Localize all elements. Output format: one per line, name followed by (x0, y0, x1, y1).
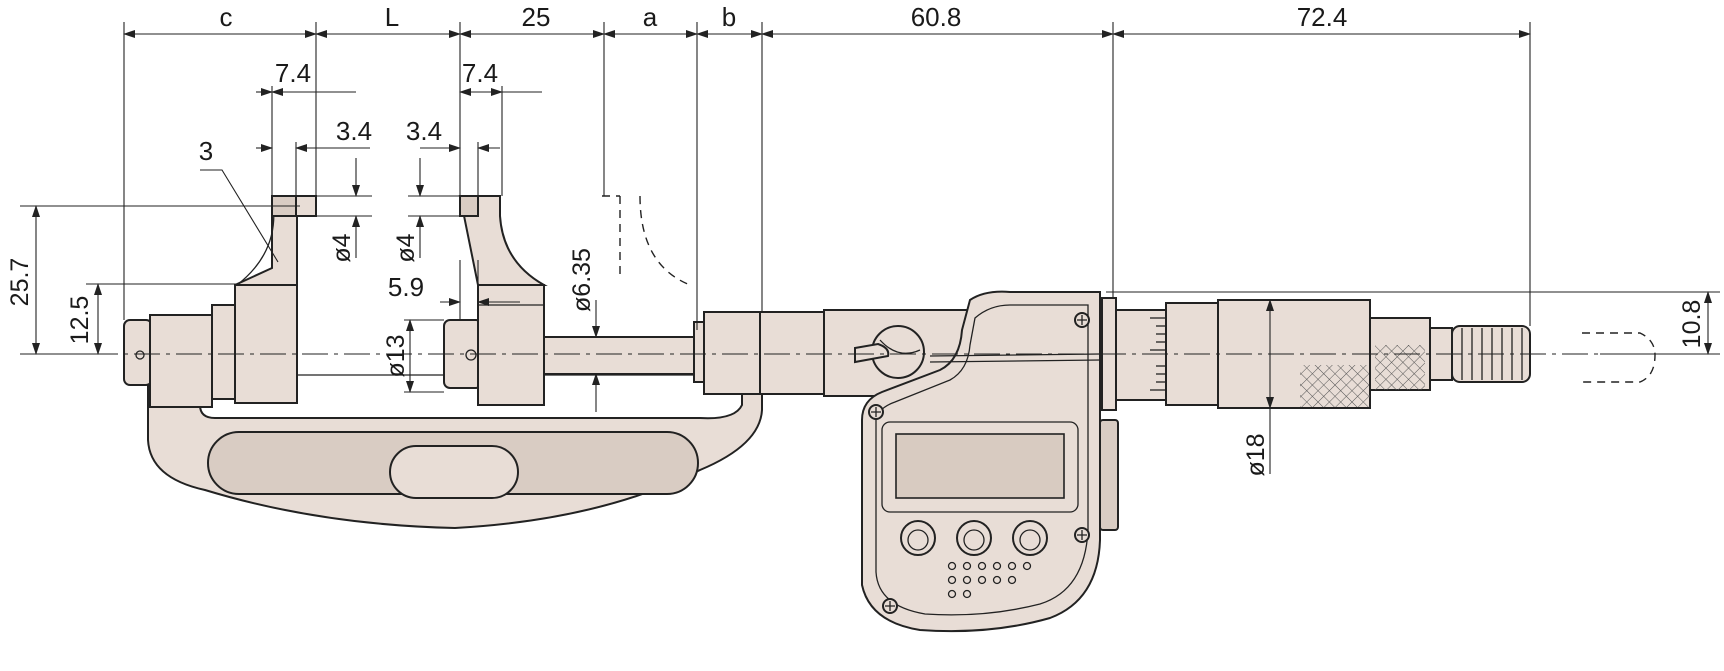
dim-25-7: 25.7 (6, 258, 34, 307)
dim-60-8: 60.8 (911, 2, 962, 32)
callout-leader (200, 169, 279, 263)
screw-2 (868, 404, 884, 420)
dim-25: 25 (522, 2, 551, 32)
jaw-width-dims (256, 88, 542, 152)
dim-10-8: 10.8 (1678, 300, 1706, 349)
screw-1 (1074, 312, 1090, 328)
screw-4 (882, 598, 898, 614)
button-3 (1012, 520, 1048, 556)
diameter-dims (300, 158, 1274, 474)
button-2 (956, 520, 992, 556)
ratchet-knurl (1375, 345, 1425, 390)
dim-7-4-left: 7.4 (275, 58, 311, 88)
dim-dia6-35: ø6.35 (568, 248, 596, 312)
dim-3-4-right: 3.4 (406, 116, 442, 146)
phantom-lines (602, 195, 1656, 383)
screw-3 (1074, 527, 1090, 543)
dim-dia13: ø13 (382, 334, 410, 377)
spindle-rod (543, 336, 700, 375)
speaker-holes (947, 561, 1032, 599)
dim-3-4-left: 3.4 (336, 116, 372, 146)
anvil-assembly (123, 195, 317, 408)
dim-c: c (220, 2, 233, 32)
callout-3: 3 (199, 136, 213, 166)
dim-72-4: 72.4 (1297, 2, 1348, 32)
dim-b: b (722, 2, 736, 32)
dim-a: a (643, 2, 658, 32)
lcd-display (895, 433, 1065, 499)
dim-L: L (385, 2, 399, 32)
digital-head (854, 290, 1119, 633)
clamp-lever (854, 325, 925, 379)
thimble-knurl (1300, 365, 1370, 407)
left-height-dims (20, 205, 300, 355)
dim-5-9-label: 5.9 (388, 272, 424, 302)
dim-12-5: 12.5 (66, 296, 94, 345)
dim-7-4-right: 7.4 (462, 58, 498, 88)
dim-dia4-right: ø4 (392, 233, 420, 262)
right-height-dim (1106, 291, 1720, 355)
button-1 (900, 520, 936, 556)
side-button (1099, 419, 1119, 531)
dim-dia4-left: ø4 (328, 233, 356, 262)
dim-dia18: ø18 (1242, 433, 1270, 476)
extension-lines (123, 22, 1531, 330)
frame (147, 374, 763, 530)
frame-recess-inner (389, 445, 519, 499)
